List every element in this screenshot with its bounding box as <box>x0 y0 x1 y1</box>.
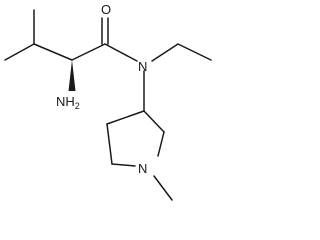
stereo-wedge-bond <box>68 60 76 91</box>
bond-ethyl-ch3 <box>177 43 212 61</box>
amide-nitrogen-label: N <box>138 59 147 74</box>
bond-n-ethyl-ch2 <box>151 43 179 62</box>
ring-bond-n1-c2 <box>157 131 165 157</box>
bond-n-methyl <box>153 175 173 201</box>
amine-label: NH2 <box>56 94 80 111</box>
ring-bond-c3-c4 <box>106 110 145 125</box>
bond-isopropyl-alpha <box>33 43 73 61</box>
ring-bond-c5-n1 <box>111 163 136 167</box>
amine-symbol: NH <box>56 94 75 109</box>
ring-bond-c4-c5 <box>106 123 113 165</box>
amine-subscript: 2 <box>75 101 80 111</box>
ring-nitrogen-label: N <box>138 161 147 176</box>
bond-methyl-left <box>4 43 35 61</box>
oxygen-label: O <box>101 2 111 17</box>
bond-alpha-carbonyl <box>71 43 106 61</box>
ring-bond-c2-c3 <box>143 110 165 133</box>
chemical-structure: O N N NH2 <box>4 2 212 201</box>
bond-carbonyl-nitrogen <box>104 43 138 62</box>
